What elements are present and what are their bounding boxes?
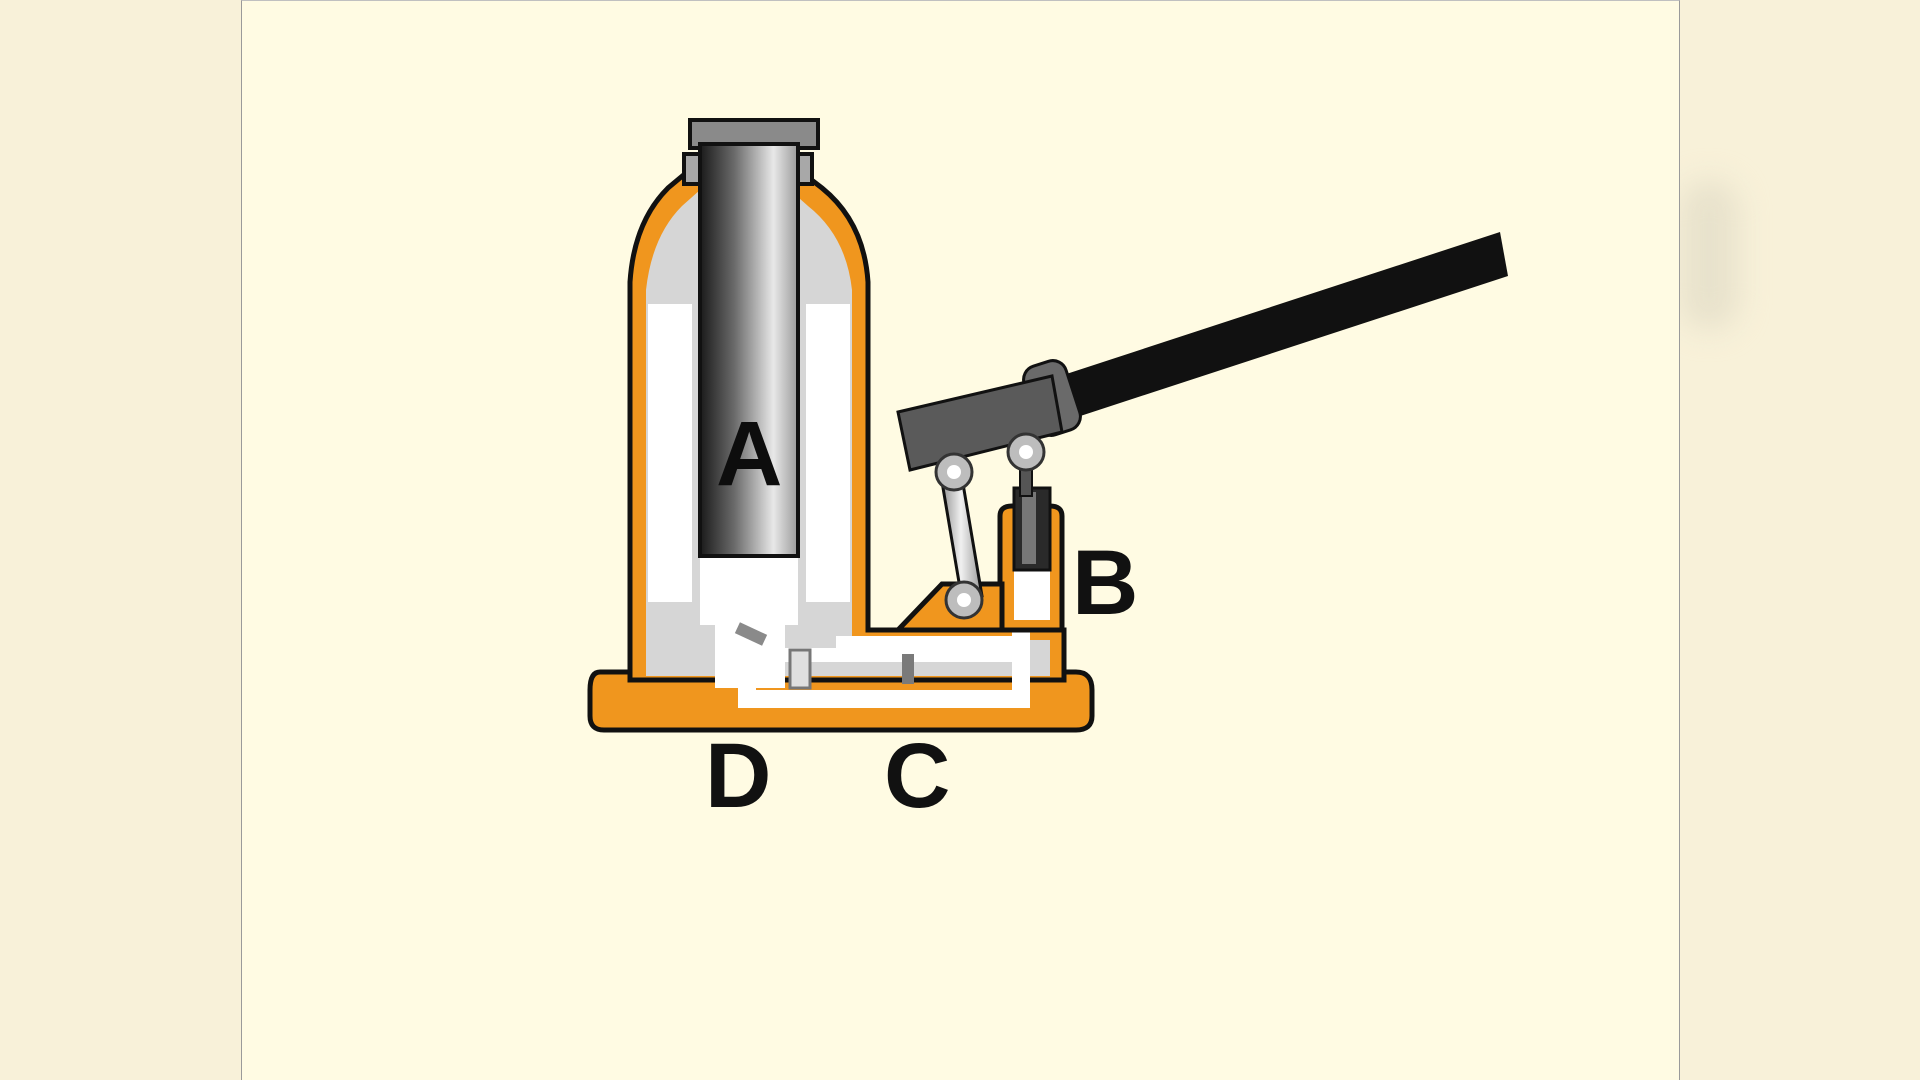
letterbox-left [0,0,241,1080]
label-d: D [705,725,772,827]
fluid-under-ram [700,555,798,625]
label-b: B [1072,532,1139,634]
pivot-hole-bottom [957,593,971,607]
pump-piston-shine [1022,492,1036,564]
pivot-hole-top [947,465,961,479]
fluid-channel-pump [836,636,1026,650]
label-c: C [884,725,951,827]
handle-lever-head [896,374,1064,472]
label-a: A [716,403,783,505]
check-valve-d [734,622,768,646]
fluid-left [648,304,692,602]
pump-handle [896,232,1508,472]
blurred-overlay-edge [1679,180,1739,330]
fluid-channel-upper [756,648,1026,662]
handle-rod [1048,232,1508,424]
pump-pivot-hole [1019,445,1033,459]
fluid-channel [738,600,1030,708]
check-valve-c [902,654,914,684]
release-valve [788,648,812,690]
ram-piston [698,142,800,558]
fluid-right [806,304,850,602]
video-frame [241,0,1680,1080]
letterbox-right [1679,0,1920,1080]
